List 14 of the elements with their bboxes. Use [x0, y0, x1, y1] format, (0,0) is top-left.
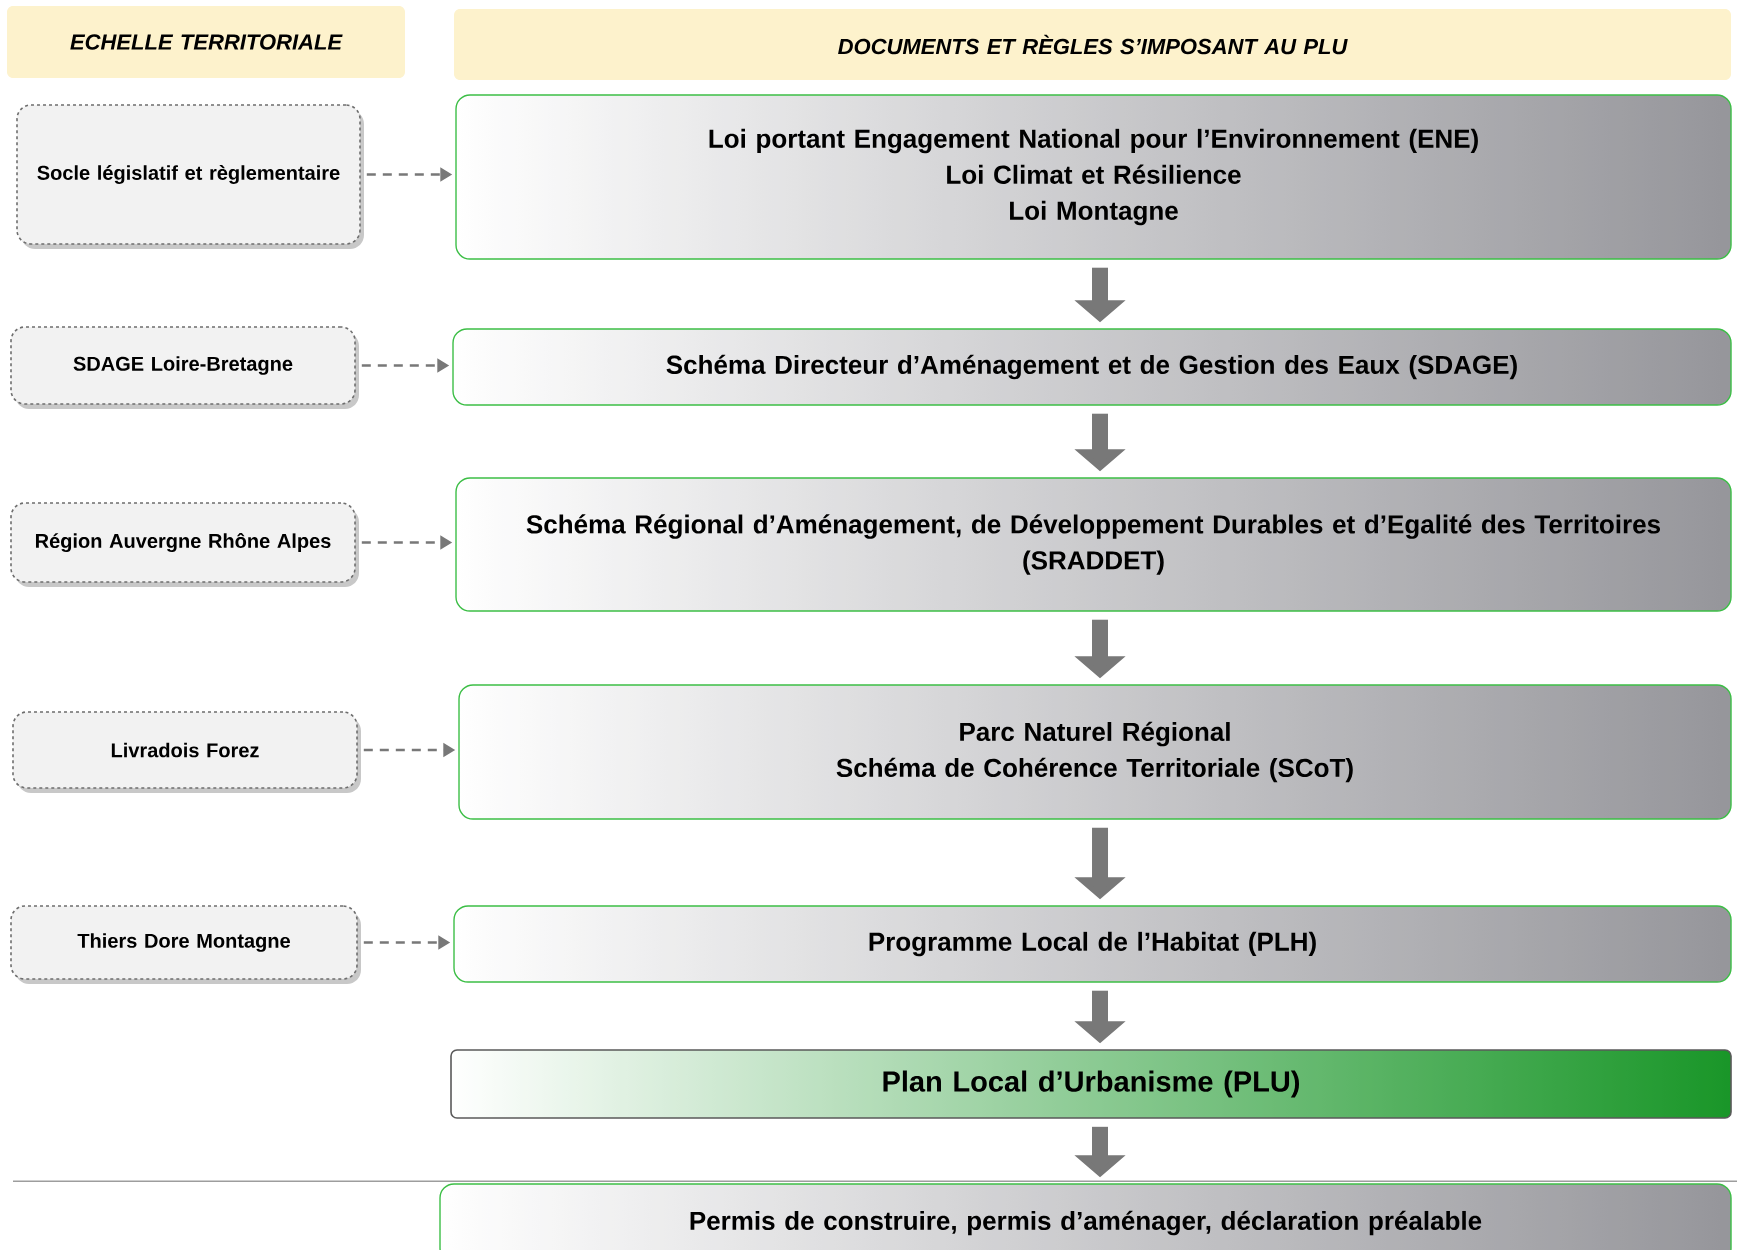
territory-box: Région Auvergne Rhône Alpes — [10, 502, 359, 587]
column-header: ECHELLE TERRITORIALE — [7, 6, 405, 78]
territory-box: Livradois Forez — [12, 711, 361, 793]
document-box: Schéma Régional d’Aménagement, de Développement Durables et d’Egalité des Territoires (SRADDET) — [455, 477, 1732, 612]
territory-box: Socle législatif et règlementaire — [16, 104, 364, 249]
document-box: Permis de construire, permis d’aménager, déclaration préalable — [439, 1183, 1732, 1250]
plan-box: Plan Local d’Urbanisme (PLU) — [450, 1049, 1732, 1119]
column-header: DOCUMENTS ET RÈGLES S’IMPOSANT AU PLU — [454, 9, 1731, 80]
territory-box: SDAGE Loire-Bretagne — [10, 326, 359, 409]
territory-box: Thiers Dore Montagne — [10, 905, 361, 984]
document-box: Schéma Directeur d’Aménagement et de Gestion des Eaux (SDAGE) — [452, 328, 1732, 406]
document-box: Programme Local de l’Habitat (PLH) — [453, 905, 1732, 983]
document-box: Parc Naturel Régional Schéma de Cohérence Territoriale (SCoT) — [458, 684, 1732, 820]
document-box: Loi portant Engagement National pour l’Environnement (ENE) Loi Climat et Résilience Loi Montagne — [455, 94, 1732, 260]
